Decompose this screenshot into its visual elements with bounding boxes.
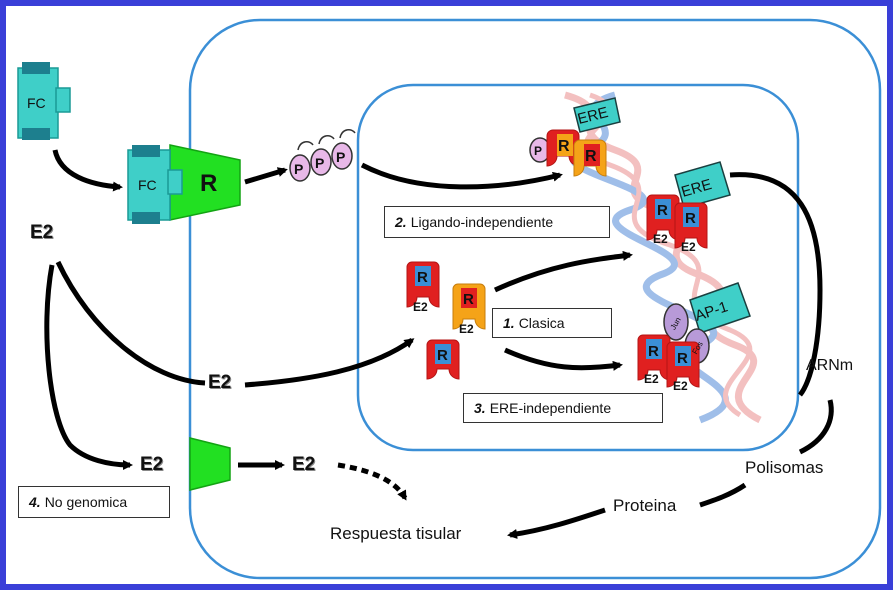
pathway-3-number: 3.: [474, 400, 486, 416]
phospho-label-2: P: [315, 155, 324, 171]
phospho-group: [289, 128, 356, 182]
arrow-polisomas-to-proteina: [699, 482, 747, 508]
pathway-1-box: 1. Clasica: [492, 308, 612, 338]
e2-label-free-1: E2: [413, 300, 428, 314]
e2-outside-label: E2: [30, 222, 54, 243]
pathway-3-label: ERE-independiente: [489, 400, 612, 416]
pathway-1-number: 1.: [503, 315, 515, 331]
arnm-label: ARNm: [806, 357, 854, 374]
polisomas-label: Polisomas: [745, 458, 824, 477]
e2-cytoplasm-label: E2: [208, 372, 232, 393]
receptor-label-free-2: R: [463, 291, 474, 308]
fc-label-outside: FC: [27, 95, 46, 111]
free-receptors: [406, 261, 486, 380]
fc-label-bound: FC: [138, 177, 157, 193]
receptor-label-mid-1: R: [657, 202, 668, 219]
arrow-e2-cytoplasm-to-receptor: [244, 337, 415, 388]
e2-label-free-2: E2: [459, 322, 474, 336]
response-label: Respuesta tisular: [330, 524, 462, 543]
ere-label-top: ERE: [576, 104, 610, 128]
pathway-2-label: Ligando-independiente: [410, 214, 554, 230]
receptor-label-mid-2: R: [685, 210, 696, 227]
e2-membrane-label: E2: [292, 454, 316, 475]
receptor-label-ap1-2: R: [677, 350, 688, 367]
e2-label-ap1-2: E2: [673, 379, 688, 393]
arrow-to-polisomas: [798, 399, 834, 455]
pathway-4-number: 4.: [29, 494, 41, 510]
e2-nongenomic-label: E2: [140, 454, 164, 475]
phospho-label-3: P: [336, 149, 345, 165]
receptor-label-membrane: R: [200, 170, 217, 197]
pathway-1-label: Clasica: [518, 315, 565, 331]
arrow-phospho-to-nucleus: [360, 162, 563, 190]
e2-label-mid-2: E2: [681, 240, 696, 254]
pathway-3-box: 3. ERE-independiente: [463, 393, 663, 423]
membrane-receptor: [189, 437, 231, 491]
arrow-e2-to-response: [337, 462, 408, 501]
pathway-4-label: No genomica: [44, 494, 128, 510]
arrow-receptor-to-phospho: [244, 167, 288, 185]
receptor-label-free-1: R: [417, 269, 428, 286]
ere-receptor-complex: [646, 161, 731, 249]
nucleus-membrane: [356, 83, 800, 452]
cell-membrane: [188, 18, 882, 580]
pathway-2-number: 2.: [395, 214, 407, 230]
e2-label-mid-1: E2: [653, 232, 668, 246]
phospho-label-top: P: [534, 144, 542, 158]
arrow-e2-to-nongenomic: [44, 264, 133, 470]
proteina-label: Proteina: [613, 496, 677, 515]
receptor-label-free-3: R: [437, 347, 448, 364]
arrow-proteina-to-response: [507, 507, 606, 539]
arrow-fc-to-receptor: [52, 149, 123, 192]
e2-label-ap1-1: E2: [644, 372, 659, 386]
pathway-2-box: 2. Ligando-independiente: [384, 206, 610, 238]
receptor-label-top-2: R: [585, 148, 597, 165]
arrow-classic-upper: [493, 250, 633, 293]
receptor-top-complex: [529, 97, 621, 177]
fc-receptor-complex: [127, 144, 241, 224]
receptor-label-ap1-1: R: [648, 343, 659, 360]
phospho-label-1: P: [294, 161, 303, 177]
ap1-complex: [637, 282, 751, 388]
receptor-label-top-1: R: [558, 138, 570, 155]
arrow-e2-to-nucleus: [55, 260, 206, 386]
arrow-mrna: [729, 172, 823, 397]
pathway-4-box: 4. No genomica: [18, 486, 170, 518]
arrow-classic-lower: [503, 347, 623, 371]
growth-factor-outside: [17, 62, 71, 140]
